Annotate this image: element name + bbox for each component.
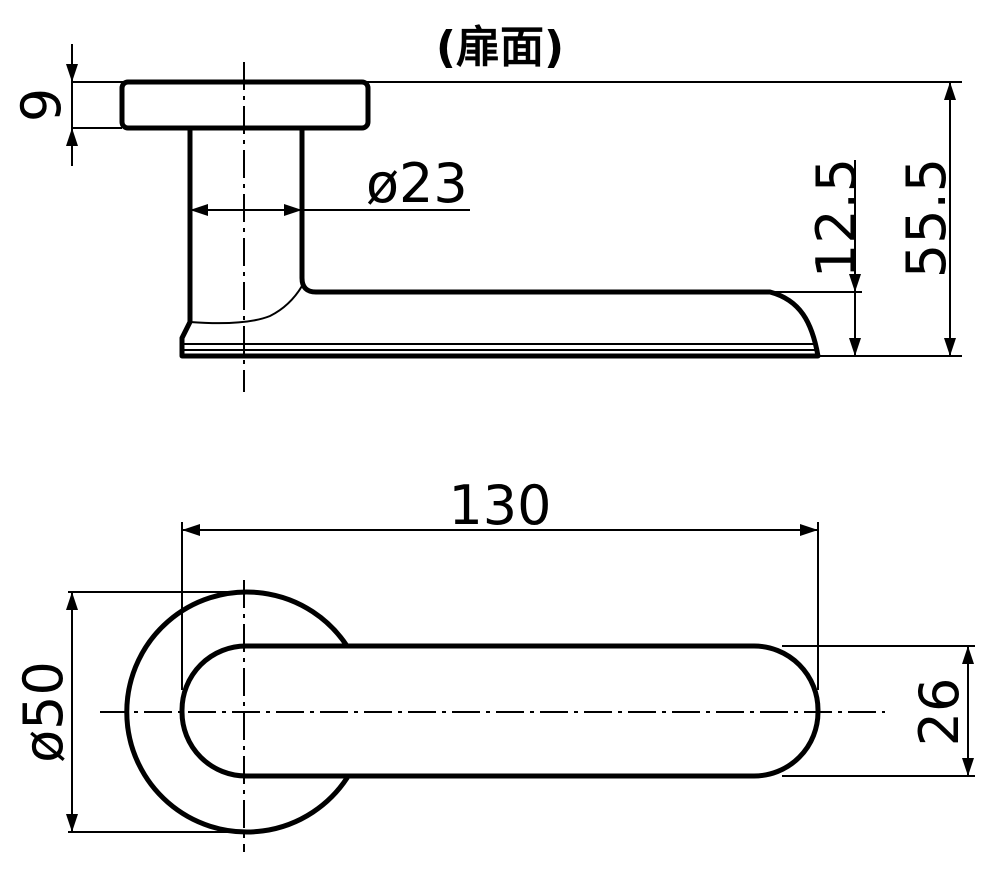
dim-rose-diameter: ø50 [12,661,75,763]
dim-total-projection: 55.5 [895,158,958,278]
arrow [962,646,974,664]
arrow [190,204,208,216]
arrow [284,204,302,216]
arrow [182,524,200,536]
arrow [66,128,78,146]
lever-body-side [179,125,821,359]
arrow [800,524,818,536]
arrow [944,82,956,100]
dim-lever-width: 26 [908,678,971,747]
arrow [849,274,861,292]
dim-lever-thickness: 12.5 [805,158,868,278]
arrow [962,758,974,776]
side-view: 9 ø23 12.5 55.5 [10,44,962,392]
dim-lever-length: 130 [448,474,551,537]
arrow [66,592,78,610]
view-title: (扉面) [436,22,564,73]
arrow [849,338,861,356]
arrow [66,64,78,82]
neck-fillet [189,285,303,325]
arrow [944,338,956,356]
arrow [66,814,78,832]
dim-rose-thickness: 9 [10,88,73,122]
dim-neck-diameter: ø23 [366,152,468,215]
top-view: 130 ø50 26 [12,474,975,852]
